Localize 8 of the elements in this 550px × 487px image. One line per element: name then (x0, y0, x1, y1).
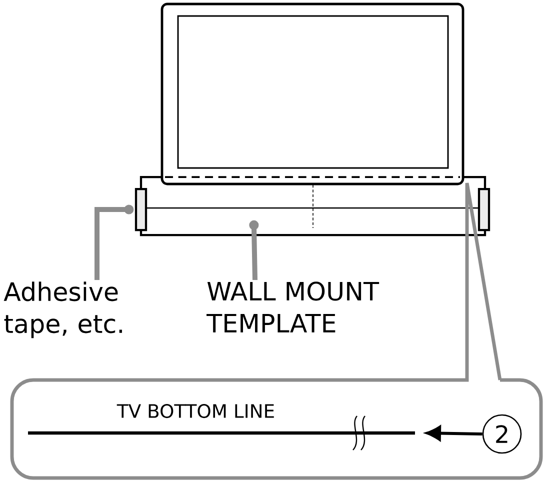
callout-label: WALL MOUNT TEMPLATE (206, 282, 380, 332)
arrow (426, 426, 482, 441)
circled-number: 2 (482, 414, 522, 454)
tape-strip (478, 188, 490, 232)
leader-line (249, 220, 259, 280)
tape-strip (134, 188, 148, 232)
callout-label: Adhesive tape, etc. (4, 282, 122, 338)
leader-line (94, 204, 134, 280)
